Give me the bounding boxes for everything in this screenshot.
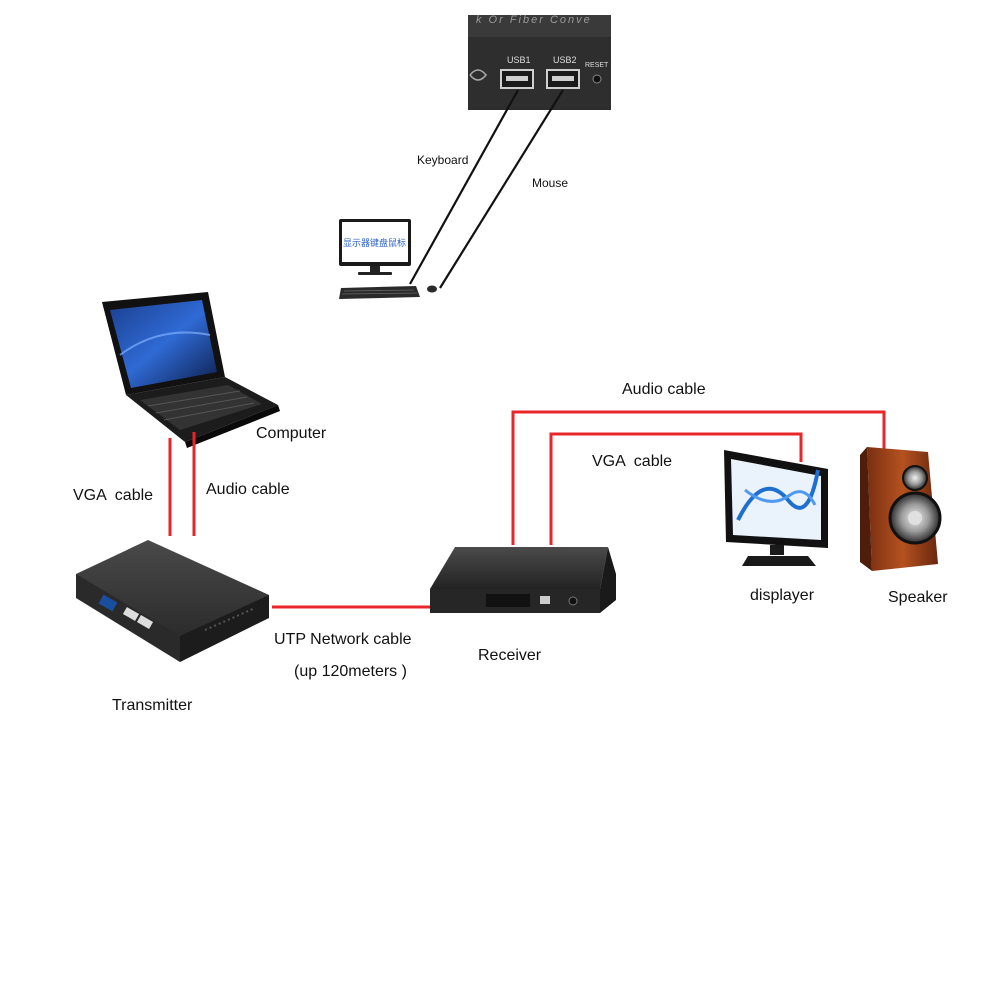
monitor-screen-text: 显示器键盘鼠标 bbox=[343, 238, 407, 248]
displayer-image bbox=[724, 450, 828, 566]
usb2-label: USB2 bbox=[553, 55, 577, 65]
receiver-image bbox=[430, 547, 616, 613]
mouse-usb-cable bbox=[439, 89, 564, 289]
audio-cable-right-label: Audio cable bbox=[622, 381, 706, 398]
utp-cable-label: UTP Network cable bbox=[274, 631, 412, 648]
keyboard-label: Keyboard bbox=[417, 153, 469, 167]
utp-range-label: (up 120meters ) bbox=[294, 663, 407, 680]
audio-cable-left-label: Audio cable bbox=[206, 481, 290, 498]
speaker-label: Speaker bbox=[888, 589, 948, 606]
desktop-keyboard-image bbox=[339, 286, 420, 299]
laptop-image bbox=[102, 292, 280, 448]
speaker-image bbox=[860, 447, 942, 571]
computer-label: Computer bbox=[256, 425, 327, 442]
vga-cable-right-label: VGA cable bbox=[592, 453, 673, 470]
audio-cable-right bbox=[511, 410, 886, 545]
transmitter-image bbox=[76, 540, 269, 662]
transmitter-label: Transmitter bbox=[112, 697, 193, 714]
reset-label: RESET bbox=[585, 62, 609, 69]
keyboard-usb-cable bbox=[409, 89, 519, 285]
desktop-mouse-image bbox=[427, 285, 437, 293]
receiver-label: Receiver bbox=[478, 647, 542, 664]
vga-cable-left-label: VGA cable bbox=[73, 487, 154, 504]
reset-button-icon bbox=[592, 74, 602, 84]
displayer-label: displayer bbox=[750, 587, 815, 604]
usb-panel-top-text: k Or Fiber Conve bbox=[476, 14, 592, 26]
desktop-monitor-image bbox=[339, 219, 411, 275]
usb-panel-image bbox=[468, 15, 611, 110]
mouse-label: Mouse bbox=[532, 176, 569, 190]
usb-logo-icon bbox=[469, 69, 487, 81]
usb1-label: USB1 bbox=[507, 55, 531, 65]
vga-cable-right bbox=[549, 432, 803, 545]
